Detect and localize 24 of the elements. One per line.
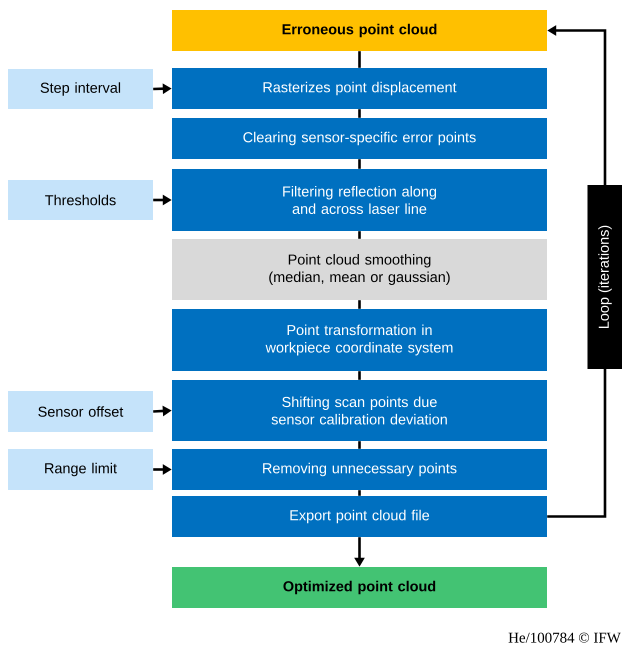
- connector-line: [358, 300, 361, 309]
- start-box: Erroneous point cloud: [172, 10, 547, 51]
- connector-line: [358, 159, 361, 169]
- process-box: Clearing sensor-specific error points: [172, 118, 547, 159]
- connector-line: [358, 371, 361, 380]
- loop-label: Loop (iterations): [588, 185, 622, 369]
- parameter-box: Range limit: [8, 449, 153, 490]
- process-box: Export point cloud file: [172, 496, 547, 537]
- end-box: Optimized point cloud: [172, 567, 547, 608]
- process-box: Point cloud smoothing (median, mean or gaussian): [172, 239, 547, 300]
- connector-line: [358, 51, 361, 68]
- connector-line: [358, 231, 361, 239]
- connector-line: [358, 490, 361, 496]
- copyright-note: He/100784 © IFW: [508, 632, 621, 643]
- parameter-box: Sensor offset: [8, 391, 153, 432]
- parameter-box: Thresholds: [8, 180, 153, 220]
- process-box: Shifting scan points due sensor calibration deviation: [172, 380, 547, 441]
- process-box: Removing unnecessary points: [172, 449, 547, 490]
- parameter-box: Step interval: [8, 69, 153, 109]
- process-box: Point transformation in workpiece coordinate system: [172, 309, 547, 371]
- process-box: Filtering reflection along and across laser line: [172, 169, 547, 231]
- process-box: Rasterizes point displacement: [172, 68, 547, 109]
- connector-line: [358, 109, 361, 118]
- connector-line: [358, 441, 361, 449]
